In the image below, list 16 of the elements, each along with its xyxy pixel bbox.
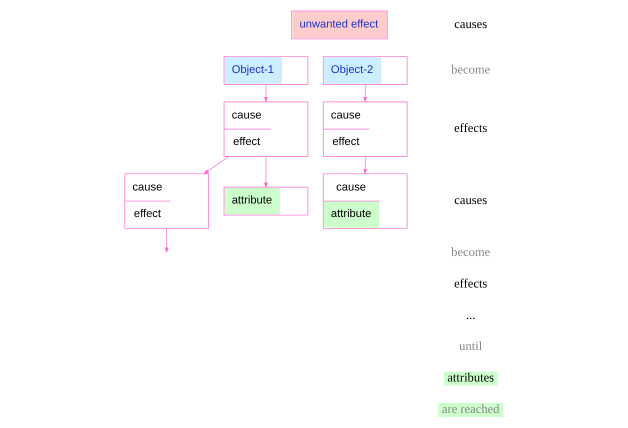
label: become [451,244,490,259]
arrow [363,156,368,175]
arrow [363,84,368,103]
label: effects [454,121,488,136]
label: ... [466,308,476,322]
arrow [164,228,169,254]
label: are reached [442,402,500,416]
arrow [264,84,268,103]
label: become [451,62,490,76]
label: causes [454,17,488,32]
arrow [264,156,268,188]
label: until [459,339,482,354]
arrow [203,156,229,174]
label: attributes [447,370,494,385]
label: causes [454,193,488,208]
label: effects [454,276,488,290]
